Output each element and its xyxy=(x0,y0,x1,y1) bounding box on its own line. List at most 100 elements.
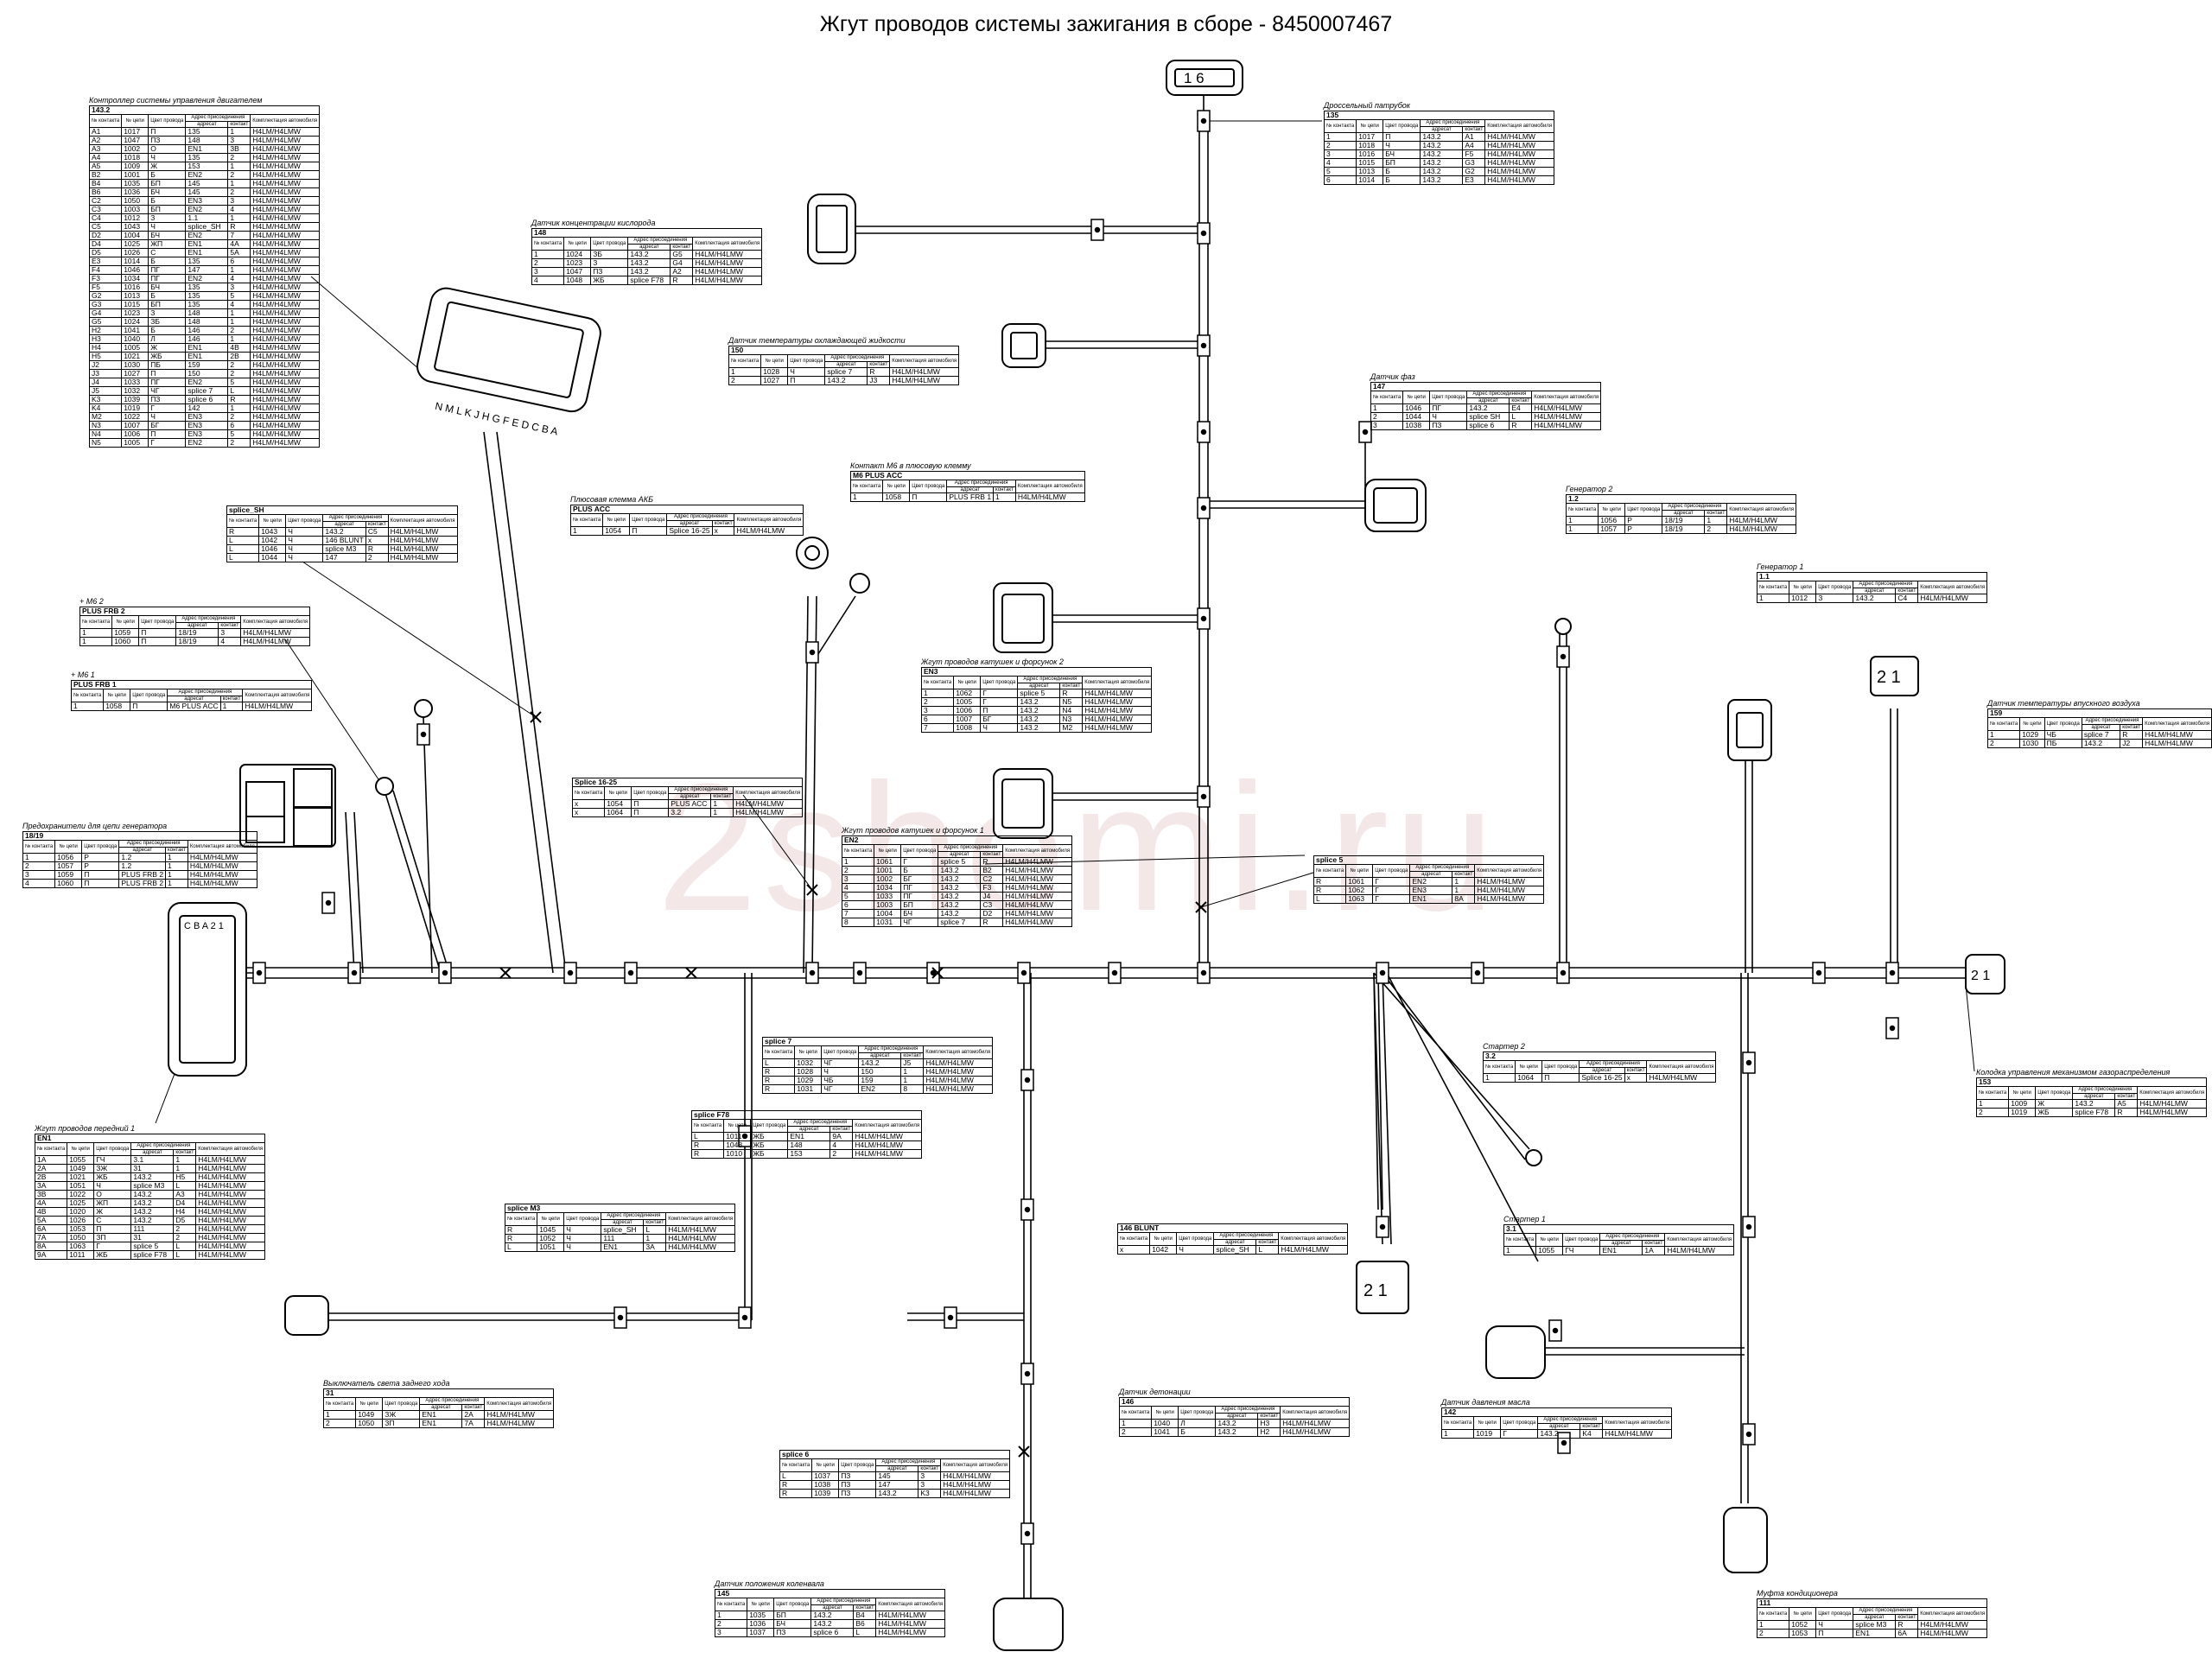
table-cell: H4LM/H4LMW xyxy=(1531,421,1602,430)
table-cell: 1 xyxy=(1440,1429,1475,1439)
table-cell: H4LM/H4LMW xyxy=(692,250,763,259)
table-cell: 1 xyxy=(531,250,565,259)
table-cell: EN1 xyxy=(185,239,229,249)
wire-node xyxy=(1548,1319,1562,1342)
leader-splsh xyxy=(302,561,537,718)
table-cell: 1053 xyxy=(1789,1629,1817,1638)
table-cell: H4LM/H4LMW xyxy=(1726,516,1797,525)
table-cell: 2 xyxy=(1756,1629,1790,1638)
table-cell: EN2 xyxy=(185,231,229,240)
table-cell: ПБ xyxy=(148,360,187,370)
table-cell: 1011 xyxy=(723,1132,752,1141)
branch-o2 xyxy=(847,226,1204,234)
table-cell: EN1 xyxy=(419,1410,463,1420)
table-cell: H4LM/H4LMW xyxy=(1082,715,1153,724)
table-header-cell: № цепи xyxy=(1473,1416,1502,1430)
table-cell: splice M3 xyxy=(1853,1620,1897,1630)
table-header-cell: Цвет провода xyxy=(285,514,324,528)
table-cell: Splice 16-25 xyxy=(1579,1073,1625,1083)
table-cell: N3 xyxy=(1059,715,1084,724)
table-cell: 143.2 xyxy=(2072,1099,2116,1109)
table-cell: H4LM/H4LMW xyxy=(1484,167,1555,176)
table-header-cell: Цвет провода xyxy=(821,1045,860,1059)
table-header-cell: Цвет провода xyxy=(148,114,187,128)
wire-node xyxy=(1090,219,1104,241)
wire-node xyxy=(926,962,940,984)
table-cell: 1051 xyxy=(537,1242,565,1252)
table-header-cell: № контакта xyxy=(1986,717,2021,731)
connector-name: splice_SH xyxy=(226,505,458,515)
table-cell: 3 xyxy=(218,628,242,638)
table-cell: ЧГ xyxy=(821,1058,860,1068)
table-cell: 143.2 xyxy=(938,866,982,875)
table-cell: 2 xyxy=(227,438,251,448)
table-cell: 1003 xyxy=(121,205,149,214)
table-cell: 147 xyxy=(322,553,366,562)
table-cell: 143.2 xyxy=(1420,175,1464,185)
table-cell: C4 xyxy=(88,213,123,223)
table-cell: EN1 xyxy=(1409,894,1453,904)
table-cell: H5 xyxy=(173,1172,197,1182)
table-cell: H4LM/H4LMW xyxy=(387,527,458,537)
table-cell: H4LM/H4LMW xyxy=(1082,723,1153,733)
connector-throttle-pins: 1 6 xyxy=(1184,70,1205,86)
table-cell: 7 xyxy=(920,723,955,733)
table-header-cell: № контакта xyxy=(761,1045,796,1059)
table-cell: 1 xyxy=(22,853,56,862)
wire-node xyxy=(738,1306,752,1329)
table-cell: Ч xyxy=(563,1234,602,1243)
table-cell: 143.2 xyxy=(2081,739,2121,748)
table-cell: K4 xyxy=(88,403,123,413)
table-cell: 1053 xyxy=(67,1224,95,1234)
table-header-cell: Комплектация автомобиля xyxy=(1646,1060,1717,1074)
table-header-cell: Комплектация автомобиля xyxy=(940,1458,1011,1472)
table-cell: G2 xyxy=(1462,167,1486,176)
table-cell: 5 xyxy=(227,429,251,439)
table-cell: B2 xyxy=(980,866,1004,875)
table-cell: 1 xyxy=(1118,1419,1153,1428)
table-cell: Ч xyxy=(563,1225,602,1235)
table-cell: R xyxy=(761,1067,796,1077)
table-cell: H4LM/H4LMW xyxy=(250,283,321,292)
table-cell: H4LM/H4LMW xyxy=(250,196,321,206)
table-cell: ПЗ xyxy=(838,1489,877,1498)
table-cell: Л xyxy=(1178,1419,1217,1428)
table-cell: H4LM/H4LMW xyxy=(195,1190,266,1199)
table-cell: 1 xyxy=(165,853,188,862)
table-header-cell: Адрес присоединения xyxy=(1537,1416,1604,1424)
table-cell: H4 xyxy=(88,343,123,353)
table-header-cell: № цепи xyxy=(723,1119,752,1133)
table-cell: БП xyxy=(148,179,187,188)
connector-153 xyxy=(1965,954,2005,994)
table-cell: 3 xyxy=(531,267,565,276)
table-header-cell: Цвет провода xyxy=(2035,1086,2074,1100)
table-header-cell: Комплектация автомобиля xyxy=(665,1212,736,1226)
table-cell: H4LM/H4LMW xyxy=(250,386,321,396)
wire-node xyxy=(1197,607,1211,630)
leader-s5 xyxy=(1200,872,1314,908)
table-cell: C4 xyxy=(1895,594,1919,603)
table-header-cell: Цвет провода xyxy=(1500,1416,1539,1430)
table-cell: H4LM/H4LMW xyxy=(889,367,960,377)
table-cell: A2 xyxy=(88,136,123,145)
table-cell: H4LM/H4LMW xyxy=(1602,1429,1673,1439)
connector-name: 143.2 xyxy=(88,105,321,115)
table-cell: 143.2 xyxy=(875,1489,919,1498)
table-cell: H4LM/H4LMW xyxy=(250,179,321,188)
